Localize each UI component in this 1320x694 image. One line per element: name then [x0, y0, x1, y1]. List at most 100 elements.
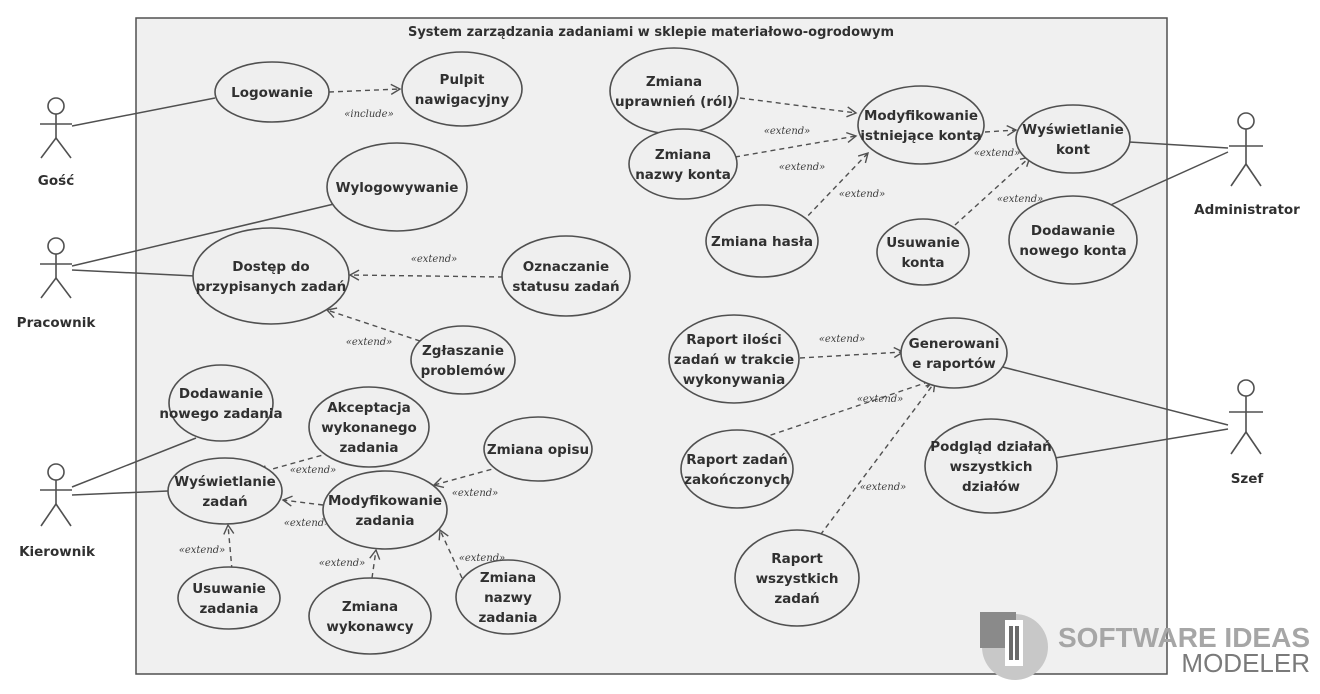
use-case-label: wszystkich [950, 459, 1033, 475]
use-case-zglaszanie[interactable]: Zgłaszanie problemów [410, 325, 516, 395]
use-case-label: zadań [202, 494, 247, 510]
use-case-label: konta [901, 255, 944, 271]
extend-nazwakonta-modyfikowanie-konta [734, 131, 858, 158]
dependencies [223, 83, 1032, 579]
use-case-modyfikowanie-konta[interactable]: Modyfikowanie istniejące konta [857, 85, 985, 165]
use-case-label: Oznaczanie [523, 259, 609, 275]
actor-kierownik[interactable]: Kierownik [19, 463, 96, 560]
use-case-label: wszystkich [756, 571, 839, 587]
extend-oznaczanie-dostep [348, 269, 504, 281]
use-case-label: Zgłaszanie [422, 343, 504, 359]
assoc-pracownik-wylogowywanie [71, 203, 335, 267]
use-case-zmiana-opisu[interactable]: Zmiana opisu [483, 416, 593, 482]
use-case-label: e raportów [912, 356, 995, 372]
actor-label: Kierownik [19, 544, 96, 560]
assoc-kierownik-dodawanie [71, 437, 197, 488]
assoc-administrator-wyswietlanie-kont [1128, 141, 1229, 149]
extend-label: «extend» [860, 482, 907, 493]
extend-raportzakonczonych-generowanie [761, 377, 936, 439]
use-case-generowanie[interactable]: Generowani e raportów [900, 317, 1008, 389]
extend-akceptacja-wyswietlanie [256, 452, 331, 477]
extend-label: «extend» [779, 162, 826, 173]
use-case-label: nawigacyjny [415, 92, 510, 108]
use-case-label: nazwy konta [635, 167, 731, 183]
assoc-pracownik-dostep [71, 269, 196, 277]
extend-uprawnienia-modyfikowanie-konta [739, 97, 858, 118]
associations [71, 97, 1229, 496]
svg-text:MODELER: MODELER [1181, 648, 1310, 678]
software-ideas-logo: SOFTWARE IDEAS MODELER [980, 612, 1310, 680]
use-case-label: Zmiana [646, 74, 702, 90]
use-case-label: wykonawcy [326, 619, 413, 635]
use-case-label: zadania [339, 440, 398, 456]
extend-label: «extend» [452, 488, 499, 499]
extend-haslo-modyfikowanie-konta [801, 151, 869, 223]
include-logowanie-pulpit [328, 83, 402, 95]
extend-label: «extend» [411, 254, 458, 265]
use-case-label: Generowani [909, 336, 1000, 352]
actor-gosc[interactable]: Gość [38, 97, 74, 189]
extend-label: «extend» [839, 189, 886, 200]
extend-label: «extend» [346, 337, 393, 348]
use-case-label: Logowanie [231, 85, 313, 101]
assoc-gosc-logowanie [71, 97, 216, 127]
assoc-szef-generowanie [994, 364, 1229, 426]
use-case-zmiana-wykonawcy[interactable]: Zmiana wykonawcy [308, 577, 432, 655]
svg-text:SOFTWARE IDEAS: SOFTWARE IDEAS [1058, 622, 1310, 653]
use-case-label: Dostęp do [232, 259, 309, 275]
actor-administrator[interactable]: Administrator [1194, 112, 1300, 218]
use-case-label: zadania [199, 601, 258, 617]
actor-label: Pracownik [17, 315, 97, 331]
actor-szef[interactable]: Szef [1229, 379, 1264, 487]
extend-label: «extend» [857, 394, 904, 405]
extend-label: «extend» [290, 465, 337, 476]
use-case-label: Wyświetlanie [1022, 122, 1124, 138]
use-case-label: problemów [421, 363, 506, 379]
use-case-label: Modyfikowanie [864, 108, 978, 124]
extend-label: «extend» [179, 545, 226, 556]
use-case-label: Raport zadań [686, 452, 788, 468]
use-case-zmiana-nazwy-konta[interactable]: Zmiana nazwy konta [628, 128, 738, 200]
use-case-label: Akceptacja [327, 400, 411, 416]
use-case-oznaczanie[interactable]: Oznaczanie statusu zadań [501, 235, 631, 317]
use-case-label: zadań w trakcie [674, 352, 794, 368]
use-case-zmiana-hasla[interactable]: Zmiana hasła [705, 204, 819, 278]
use-case-label: nowego konta [1019, 243, 1126, 259]
use-case-label: zadania [355, 513, 414, 529]
extend-raportilosci-generowanie [799, 346, 905, 359]
use-case-label: Zmiana [655, 147, 711, 163]
stereotype-labels: «include» «extend» «extend» «extend» «ex… [179, 109, 1044, 569]
use-case-label: Zmiana opisu [487, 442, 589, 458]
extend-label: «extend» [997, 194, 1044, 205]
assoc-administrator-dodawanie-konta [1094, 151, 1229, 213]
actor-label: Szef [1231, 471, 1264, 487]
use-case-label: istniejące konta [860, 128, 981, 144]
extend-wykonawca-modyfikowanie [369, 548, 381, 579]
use-case-label: Zmiana [342, 599, 398, 615]
use-case-label: działów [962, 479, 1020, 495]
extend-zglaszanie-dostep [325, 307, 421, 342]
use-case-logowanie[interactable]: Logowanie [214, 61, 330, 123]
use-cases: LogowaniePulpitnawigacyjnyWylogowywanieD… [159, 47, 1138, 655]
use-case-label: statusu zadań [512, 279, 619, 295]
extend-label: «extend» [764, 126, 811, 137]
use-case-wylogowywanie[interactable]: Wylogowywanie [326, 142, 468, 232]
extend-zmianaopisu-modyfikowanie [432, 466, 501, 489]
actor-pracownik[interactable]: Pracownik [17, 237, 97, 331]
